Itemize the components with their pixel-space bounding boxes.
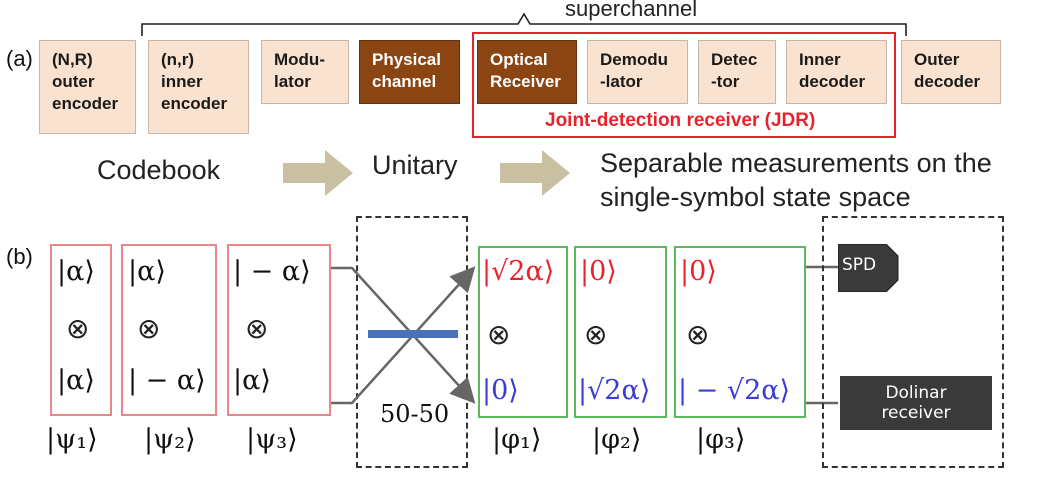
outer-decoder-line1: Outer	[914, 50, 960, 69]
beamsplitter-label: 50-50	[380, 400, 450, 428]
codeword-box-1	[50, 244, 112, 416]
detector-line1: Detec	[711, 50, 758, 69]
superchannel-label: superchannel	[565, 0, 698, 21]
outer-encoder-line1: (N,R)	[52, 50, 93, 69]
flow-arrow-1-icon	[283, 150, 353, 196]
codeword-2-name: |ψ₂⟩	[144, 424, 196, 455]
output-3-bottom: | − √2α⟩	[678, 375, 791, 406]
codeword-3-bottom: |α⟩	[233, 365, 271, 396]
codeword-box-2	[121, 244, 217, 416]
inner-decoder-line1: Inner	[799, 50, 841, 69]
tensor-symbol-5: ⊗	[584, 318, 608, 351]
modulator-line1: Modu-	[274, 50, 325, 69]
detector-block: Detec -tor	[698, 40, 776, 104]
beamsplitter-region	[356, 216, 468, 468]
flow-separable-measurements: Separable measurements on the single-sym…	[600, 146, 992, 214]
outer-decoder-line2: decoder	[914, 72, 981, 91]
output-2-name: |φ₂⟩	[592, 424, 642, 455]
output-box-1	[478, 246, 568, 418]
outer-decoder-block: Outer decoder	[901, 40, 1001, 104]
tensor-symbol-4: ⊗	[487, 318, 511, 351]
flow-separable-line1: Separable measurements on the	[600, 148, 992, 178]
detector-region	[822, 216, 1004, 468]
demodulator-block: Demodu -lator	[587, 40, 688, 104]
demodulator-line1: Demodu	[600, 50, 668, 69]
spd-label: SPD	[842, 255, 877, 275]
codeword-box-3	[227, 244, 331, 416]
inner-encoder-block: (n,r) inner encoder	[148, 40, 249, 134]
output-3-top: |0⟩	[680, 256, 717, 287]
codeword-1-name: |ψ₁⟩	[46, 424, 98, 455]
panel-a-label: (a)	[6, 46, 33, 71]
output-1-name: |φ₁⟩	[492, 424, 542, 455]
output-1-top: |√2α⟩	[482, 256, 555, 287]
output-2-bottom: |√2α⟩	[578, 375, 651, 406]
output-box-2	[574, 246, 667, 418]
physical-channel-line1: Physical	[372, 50, 441, 69]
demodulator-line2: -lator	[600, 72, 643, 91]
flow-separable-line2: single-symbol state space	[600, 182, 911, 212]
inner-decoder-line2: decoder	[799, 72, 866, 91]
panel-b-label: (b)	[6, 244, 33, 269]
superchannel-brace	[141, 12, 907, 36]
dolinar-receiver: Dolinar receiver	[840, 376, 992, 430]
output-1-bottom: |0⟩	[482, 375, 519, 406]
tensor-symbol-3: ⊗	[245, 312, 269, 345]
dolinar-line2: receiver	[881, 403, 951, 423]
codeword-3-top: | − α⟩	[233, 256, 311, 287]
tensor-symbol-1: ⊗	[66, 312, 90, 345]
codeword-1-top: |α⟩	[57, 256, 95, 287]
jdr-outline	[472, 32, 896, 138]
output-2-top: |0⟩	[580, 256, 617, 287]
outer-encoder-line3: encoder	[52, 94, 119, 113]
physical-channel-line2: channel	[372, 72, 437, 91]
modulator-block: Modu- lator	[261, 40, 349, 104]
spd-icon	[838, 244, 899, 292]
outer-encoder-line2: outer	[52, 72, 95, 91]
codeword-2-bottom: | − α⟩	[128, 365, 206, 396]
output-box-3	[674, 246, 806, 418]
inner-decoder-block: Inner decoder	[786, 40, 887, 104]
flow-unitary: Unitary	[372, 150, 458, 180]
flow-codebook: Codebook	[97, 155, 221, 185]
physical-channel-block: Physical channel	[359, 40, 460, 104]
outer-encoder-block: (N,R) outer encoder	[39, 40, 136, 134]
tensor-symbol-6: ⊗	[686, 318, 710, 351]
inner-encoder-line2: inner	[161, 72, 203, 91]
optical-receiver-block: Optical Receiver	[477, 40, 577, 104]
dolinar-line1: Dolinar	[885, 383, 947, 403]
detector-line2: -tor	[711, 72, 740, 91]
jdr-label: Joint-detection receiver (JDR)	[545, 110, 816, 131]
codeword-2-top: |α⟩	[128, 256, 166, 287]
inner-encoder-line1: (n,r)	[161, 50, 195, 69]
codeword-1-bottom: |α⟩	[57, 365, 95, 396]
inner-encoder-line3: encoder	[161, 94, 228, 113]
modulator-line2: lator	[274, 72, 311, 91]
optical-receiver-line1: Optical	[490, 50, 548, 69]
flow-arrow-2-icon	[500, 150, 570, 196]
tensor-symbol-2: ⊗	[137, 312, 161, 345]
codeword-3-name: |ψ₃⟩	[246, 424, 298, 455]
optical-receiver-line2: Receiver	[490, 72, 561, 91]
output-3-name: |φ₃⟩	[696, 424, 746, 455]
